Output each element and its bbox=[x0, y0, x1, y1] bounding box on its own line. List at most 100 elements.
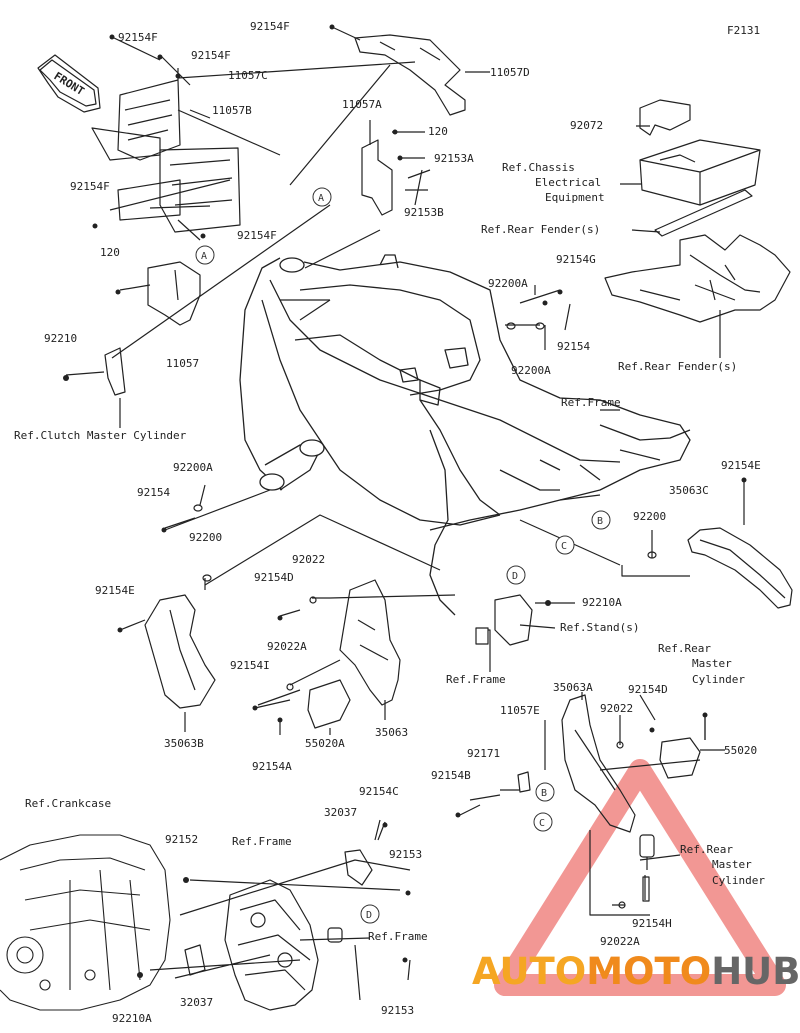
label-92153-a: 92153 bbox=[389, 848, 423, 861]
label-ref-chassis-1: Ref.Chassis bbox=[502, 161, 575, 174]
label-55020: 55020 bbox=[724, 744, 758, 757]
label-92153A: 92153A bbox=[434, 152, 474, 165]
callout-a-left-letter: A bbox=[201, 251, 207, 262]
label-92200-a: 92200 bbox=[633, 510, 667, 523]
stand-bracket bbox=[494, 594, 533, 646]
watermark-triangle bbox=[494, 759, 786, 996]
rear-master-cylinder bbox=[639, 834, 681, 902]
label-92153-b: 92153 bbox=[381, 1004, 415, 1017]
label-32037-b: 32037 bbox=[180, 996, 214, 1009]
label-ref-crankcase: Ref.Crankcase bbox=[25, 797, 112, 810]
label-92210: 92210 bbox=[44, 332, 78, 345]
label-ref-rear-master2-1: Ref.Rear bbox=[680, 843, 733, 856]
battery-case bbox=[639, 139, 761, 206]
label-92200-b: 92200 bbox=[189, 531, 223, 544]
callout-d-engine-letter: D bbox=[366, 910, 372, 921]
label-92154F-e: 92154F bbox=[250, 20, 290, 33]
label-92154F-b: 92154F bbox=[191, 49, 231, 62]
label-ref-rear-fender-b: Ref.Rear Fender(s) bbox=[618, 360, 738, 373]
label-92152: 92152 bbox=[165, 833, 199, 846]
washers bbox=[193, 322, 657, 909]
label-92022-b: 92022 bbox=[600, 702, 634, 715]
engine-mount-bracket bbox=[224, 879, 319, 1011]
plate-55020 bbox=[659, 737, 701, 779]
label-ref-rear-master2-2: Master bbox=[712, 858, 752, 871]
label-ref-rear-fender-a: Ref.Rear Fender(s) bbox=[481, 223, 601, 236]
rear-fender bbox=[604, 234, 791, 323]
label-92200A-c: 92200A bbox=[173, 461, 213, 474]
bracket-11057D bbox=[354, 34, 466, 116]
plate-32037-a bbox=[344, 849, 373, 886]
callout-c-frame-letter: C bbox=[561, 541, 567, 552]
label-120-b: 120 bbox=[100, 246, 120, 259]
label-ref-frame-a: Ref.Frame bbox=[561, 396, 621, 409]
label-92154F-a: 92154F bbox=[118, 31, 158, 44]
bracket-clutch bbox=[104, 347, 126, 396]
label-35063A: 35063A bbox=[553, 681, 593, 694]
label-92153B: 92153B bbox=[404, 206, 444, 219]
label-11057C: 11057C bbox=[228, 69, 268, 82]
callout-c-bracket bbox=[533, 812, 553, 832]
label-92022: 92022 bbox=[292, 553, 326, 566]
crankcase bbox=[0, 834, 171, 1011]
label-ref-rear-master-1: Ref.Rear bbox=[658, 642, 711, 655]
label-92154I: 92154I bbox=[230, 659, 270, 672]
label-92154A: 92154A bbox=[252, 760, 292, 773]
bracket-11057E bbox=[517, 771, 531, 793]
callout-d-engine bbox=[360, 904, 380, 924]
front-arrow-icon bbox=[37, 54, 101, 113]
plate-32037-b bbox=[184, 944, 206, 976]
label-ref-rear-master2-3: Cylinder bbox=[712, 874, 765, 887]
callout-d-frame bbox=[506, 565, 526, 585]
label-ref-clutch: Ref.Clutch Master Cylinder bbox=[14, 429, 187, 442]
bracket-35063C bbox=[687, 527, 793, 609]
label-ref-chassis-3: Equipment bbox=[545, 191, 605, 204]
callout-b-bracket bbox=[535, 782, 555, 802]
label-35063B: 35063B bbox=[164, 737, 204, 750]
callout-b-frame-letter: B bbox=[597, 516, 603, 527]
label-92154D-b: 92154D bbox=[628, 683, 668, 696]
label-11057A: 11057A bbox=[342, 98, 382, 111]
label-92154F-c: 92154F bbox=[70, 180, 110, 193]
callout-c-bracket-letter: C bbox=[539, 818, 545, 829]
label-92171: 92171 bbox=[467, 747, 501, 760]
label-92154H: 92154H bbox=[632, 917, 672, 930]
fender-strip bbox=[654, 189, 753, 237]
label-32037-a: 32037 bbox=[324, 806, 358, 819]
callout-a-top-letter: A bbox=[318, 193, 324, 204]
label-ref-chassis-2: Electrical bbox=[535, 176, 602, 189]
label-92154B: 92154B bbox=[431, 769, 471, 782]
label-ref-rear-master-2: Master bbox=[692, 657, 732, 670]
bracket-11057A bbox=[361, 139, 393, 216]
label-92154D: 92154D bbox=[254, 571, 294, 584]
label-92210A-a: 92210A bbox=[582, 596, 622, 609]
label-92154G: 92154G bbox=[556, 253, 596, 266]
plate-55020A bbox=[307, 679, 351, 729]
label-55020A: 55020A bbox=[305, 737, 345, 750]
callout-markers bbox=[195, 187, 611, 924]
figure-code: F2131 bbox=[727, 24, 761, 37]
label-35063: 35063 bbox=[375, 726, 409, 739]
watermark-auto: AUTO bbox=[472, 950, 587, 993]
electrical-box-11057B bbox=[91, 79, 241, 233]
label-92022A-a: 92022A bbox=[267, 640, 307, 653]
callout-letters: A A B C D B C D bbox=[201, 193, 603, 921]
spacer-collar bbox=[327, 927, 343, 943]
label-11057: 11057 bbox=[166, 357, 200, 370]
label-92210A-b: 92210A bbox=[112, 1012, 152, 1025]
bracket-11057 bbox=[147, 261, 201, 326]
label-ref-frame-c: Ref.Frame bbox=[232, 835, 292, 848]
label-120-a: 120 bbox=[428, 125, 448, 138]
callout-b-bracket-letter: B bbox=[541, 788, 547, 799]
callout-d-frame-letter: D bbox=[512, 571, 518, 582]
label-92154-b: 92154 bbox=[137, 486, 171, 499]
label-ref-rear-master-3: Cylinder bbox=[692, 673, 745, 686]
label-92022A-b: 92022A bbox=[600, 935, 640, 948]
watermark-hub: HUB bbox=[711, 950, 800, 993]
label-ref-stand: Ref.Stand(s) bbox=[560, 621, 640, 634]
label-92072: 92072 bbox=[570, 119, 604, 132]
bolts bbox=[164, 169, 706, 900]
label-11057D: 11057D bbox=[490, 66, 530, 79]
main-frame bbox=[239, 254, 691, 616]
